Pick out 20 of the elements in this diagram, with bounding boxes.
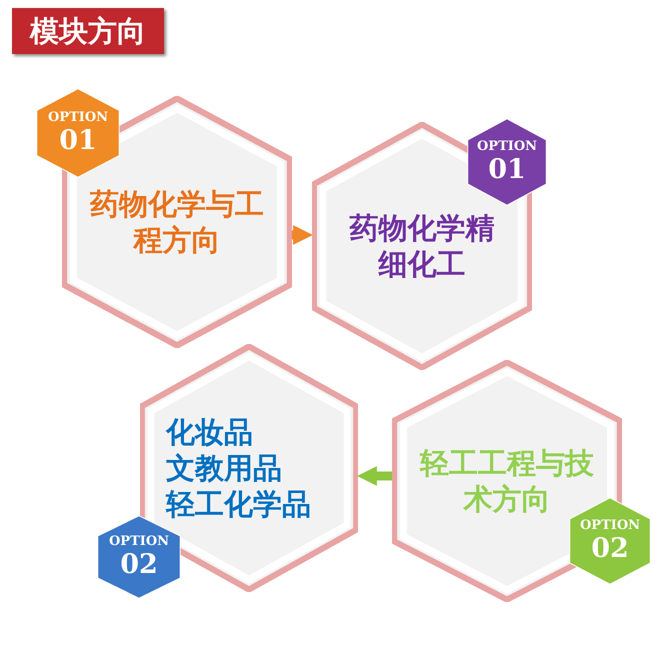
direction-text: 化妆品 (166, 414, 254, 450)
title-banner: 模块方向 (12, 8, 164, 54)
option-badge (36, 88, 120, 178)
option-badge (569, 497, 651, 585)
option-number: 02 (591, 534, 629, 564)
option-number: 01 (488, 155, 526, 185)
option-label: OPTION (580, 518, 640, 534)
arrow (357, 466, 392, 486)
option-label: OPTION (48, 110, 108, 126)
direction-text: 文教用品 (166, 450, 283, 486)
direction-text: 药物化学精细化工 (348, 210, 496, 282)
direction-text: 药物化学与工程方向 (89, 186, 265, 258)
arrow (292, 225, 313, 245)
option-label: OPTION (108, 534, 170, 550)
direction-text: 轻工工程与技术方向 (418, 445, 595, 517)
option-number: 02 (120, 550, 158, 580)
option-badge (467, 118, 547, 206)
direction-text: 轻工化学品 (166, 486, 312, 522)
option-label: OPTION (476, 139, 538, 155)
option-number: 01 (59, 126, 97, 156)
